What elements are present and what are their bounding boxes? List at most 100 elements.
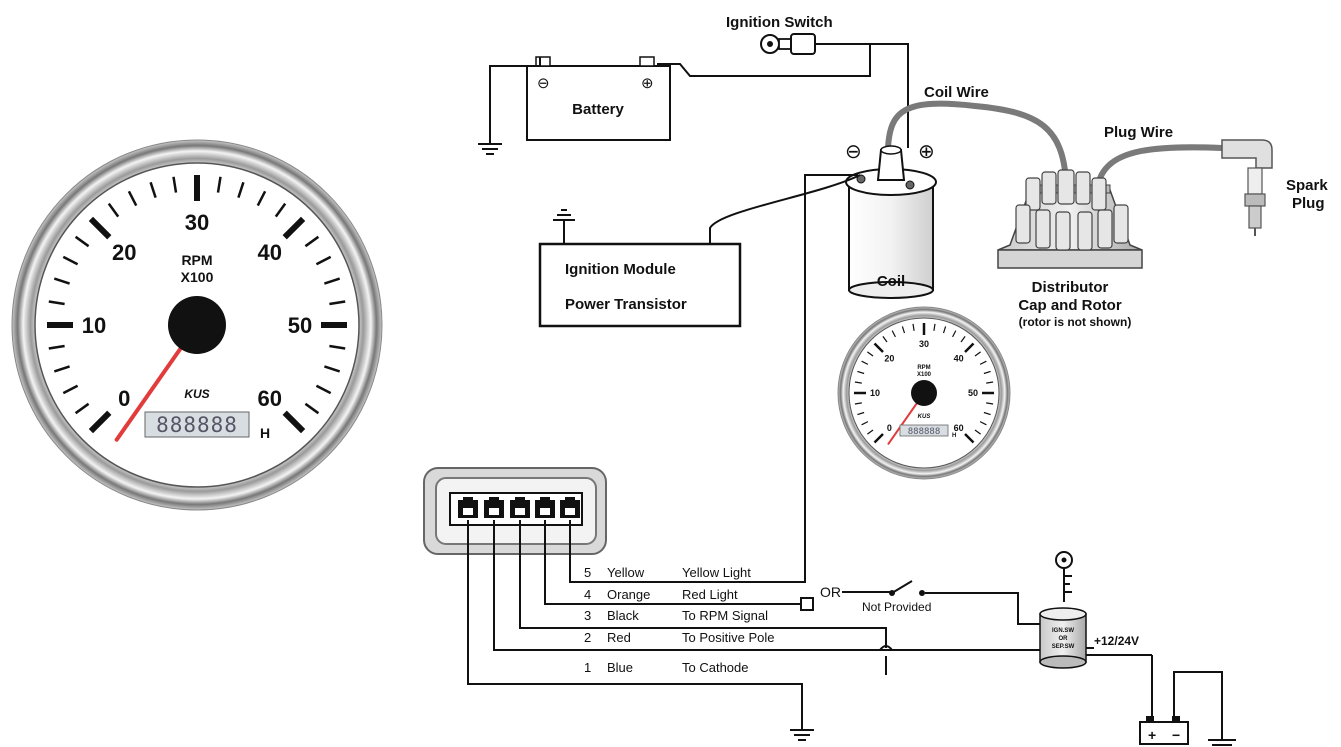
small-gauge-minor-tick <box>952 330 957 338</box>
rpm-signal-junction <box>800 597 814 611</box>
small-gauge-minor-tick <box>861 360 869 365</box>
small-gauge-minor-tick <box>974 429 981 435</box>
gauge-tick-label: 40 <box>258 240 282 265</box>
switch-to-coil-wire <box>826 43 909 148</box>
distributor-label-line1: Distributor <box>1032 279 1109 296</box>
small-gauge-minor-tick <box>979 421 987 426</box>
small-gauge-tick-label: 50 <box>968 388 978 398</box>
plug-wire-label: Plug Wire <box>1104 124 1173 141</box>
pin-description: Red Light <box>682 587 738 602</box>
gauge-minor-tick <box>256 190 267 207</box>
pin-number: 5 <box>584 565 591 580</box>
small-gauge-needle-hub <box>911 380 937 406</box>
small-gauge-major-tick <box>873 433 884 444</box>
gauge-tick-label: 60 <box>258 386 282 411</box>
gauge-multiplier-label: X100 <box>181 269 214 285</box>
small-gauge-minor-tick <box>861 421 869 426</box>
gauge-minor-tick <box>74 402 90 415</box>
small-gauge-tick-label: 60 <box>954 423 964 433</box>
spark-plug-label-line1: Spark <box>1286 177 1328 194</box>
wire-pin2-red <box>493 520 1040 651</box>
gauge-minor-tick <box>48 300 65 306</box>
gauge-minor-tick <box>315 384 332 395</box>
gauge-minor-tick <box>127 190 138 207</box>
pin-wire-color: Black <box>607 608 639 623</box>
ignition-key-icon <box>760 33 826 55</box>
distributor-note: (rotor is not shown) <box>1019 315 1132 329</box>
distributor-cap <box>997 169 1143 269</box>
pin-wire-color: Yellow <box>607 565 645 580</box>
gauge-minor-tick <box>74 235 90 248</box>
coil-plus-terminal: ⊕ <box>918 141 935 163</box>
switch-contact-right <box>919 590 925 596</box>
voltage-label: +12/24V <box>1094 634 1139 648</box>
gauge-minor-tick <box>149 181 157 198</box>
gauge-tick-label: 10 <box>82 313 106 338</box>
small-gauge-major-tick <box>964 342 975 353</box>
gauge-minor-tick <box>237 181 245 198</box>
gauge-minor-tick <box>304 235 320 248</box>
gauge-minor-tick <box>172 176 178 193</box>
connector-pin <box>535 497 555 518</box>
connector-pin <box>484 497 504 518</box>
ignition-switch-label: Ignition Switch <box>726 14 833 31</box>
small-gauge-minor-tick <box>867 429 874 435</box>
module-ground-symbol <box>553 209 575 221</box>
small-gauge-minor-tick <box>854 381 862 384</box>
pin-description: Yellow Light <box>682 565 751 580</box>
wire-pin3-black <box>519 520 887 648</box>
battery-plus-terminal: ⊕ <box>641 75 654 92</box>
gauge-major-tick <box>282 410 306 434</box>
small-battery-ground-wire <box>1173 671 1223 740</box>
gauge-minor-tick <box>304 402 320 415</box>
gauge-minor-tick <box>216 176 222 193</box>
small-gauge-tick-label: 40 <box>954 354 964 364</box>
small-hour-meter-display <box>899 424 949 437</box>
pin-wire-color: Red <box>607 630 631 645</box>
plug-wire <box>1095 144 1225 188</box>
small-gauge-minor-tick <box>942 326 947 334</box>
small-gauge-minor-tick <box>901 326 906 334</box>
small-gauge-major-tick <box>873 342 884 353</box>
gauge-minor-tick <box>274 202 287 218</box>
battery: ⊖ ⊕ Battery <box>526 56 671 141</box>
wire-crossover-hop <box>879 645 893 651</box>
small-gauge-minor-tick <box>986 381 994 384</box>
small-gauge-major-tick <box>964 433 975 444</box>
small-gauge-minor-tick <box>986 402 994 405</box>
gauge-major-tick <box>88 410 112 434</box>
connector-pin <box>560 497 580 518</box>
small-gauge-tick-label: 0 <box>887 423 892 433</box>
small-hour-meter-digits: 888888 <box>908 427 941 437</box>
pin-description: To Positive Pole <box>682 630 775 645</box>
small-gauge-minor-tick <box>882 336 888 343</box>
coil-wire <box>885 100 1069 183</box>
small-gauge-unit-label: RPM <box>917 365 930 371</box>
connector-pins <box>458 497 580 518</box>
gauge-minor-tick <box>315 255 332 266</box>
small-gauge-minor-tick <box>974 351 981 357</box>
small-gauge-minor-tick <box>854 402 862 405</box>
small-gauge-minor-tick <box>857 411 865 416</box>
battery-ground-wire <box>489 57 541 144</box>
switch-text-2: OR <box>1059 636 1069 642</box>
gauge-tick-label: 0 <box>118 386 130 411</box>
battery-minus-terminal: ⊖ <box>537 75 550 92</box>
small-gauge-minor-tick <box>979 360 987 365</box>
battery-label: Battery <box>572 101 624 118</box>
gauge-minor-tick <box>324 365 341 373</box>
coil-minus-terminal: ⊖ <box>845 141 862 163</box>
gauge-minor-tick <box>107 202 120 218</box>
gauge-unit-label: RPM <box>181 252 212 268</box>
pin-number: 4 <box>584 587 591 602</box>
connector-pin <box>510 497 530 518</box>
hour-unit-label: H <box>260 425 270 441</box>
spark-plug <box>1221 139 1273 236</box>
